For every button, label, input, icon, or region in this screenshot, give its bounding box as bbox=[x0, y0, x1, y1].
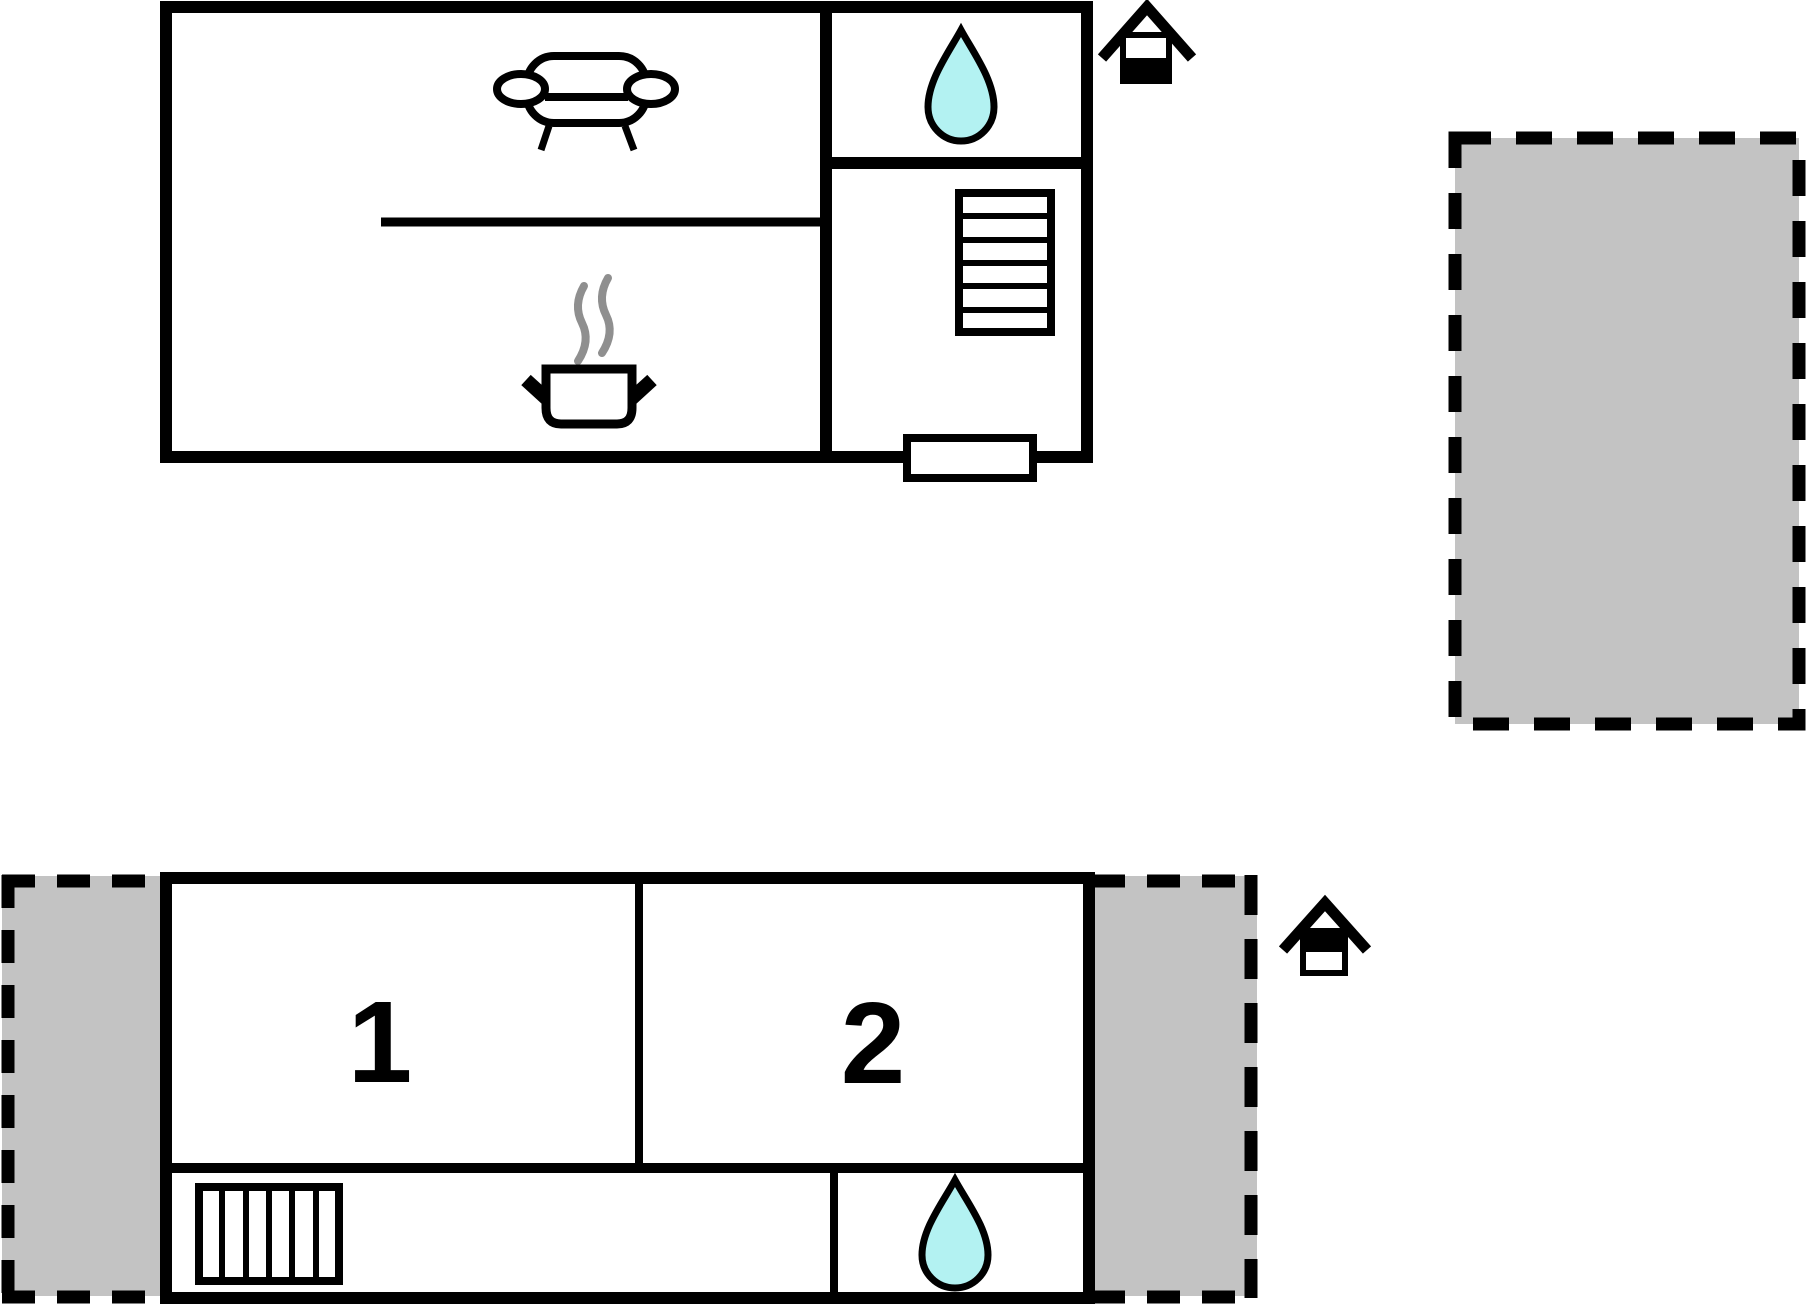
sofa-icon bbox=[493, 52, 679, 152]
floor-indicator-house-icon bbox=[1278, 894, 1372, 976]
terrace-right bbox=[1089, 874, 1258, 1304]
cooking-pot-icon bbox=[521, 364, 657, 429]
bedroom-2-label: 2 bbox=[841, 978, 906, 1108]
door-icon bbox=[903, 434, 1037, 482]
steam-icon bbox=[574, 274, 614, 365]
ground-floor-plan bbox=[160, 0, 1197, 482]
bedroom-1-label: 1 bbox=[348, 977, 413, 1107]
staircase-icon bbox=[195, 1183, 343, 1285]
upper-floor-plan: 1 2 bbox=[1, 872, 1372, 1304]
floor-indicator-house-icon bbox=[1097, 0, 1197, 84]
terrace-left bbox=[1, 874, 164, 1304]
staircase-icon bbox=[955, 189, 1055, 336]
terrace-area bbox=[1448, 131, 1806, 731]
water-drop-icon bbox=[918, 1172, 992, 1292]
water-drop-icon bbox=[924, 22, 998, 145]
